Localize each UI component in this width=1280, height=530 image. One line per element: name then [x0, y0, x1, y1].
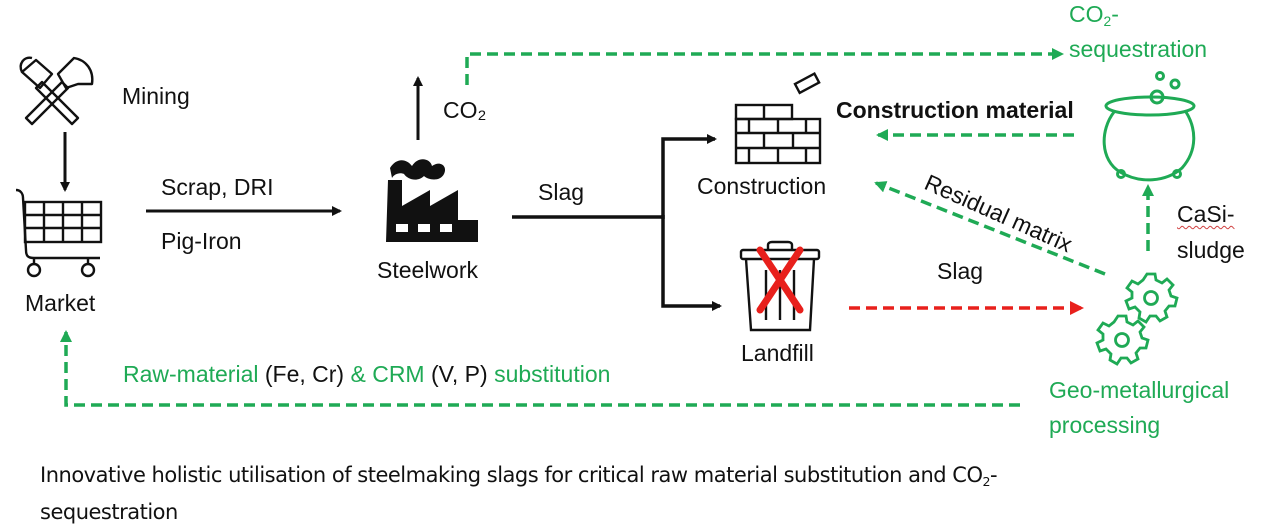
market-label: Market [25, 290, 96, 316]
factory-icon [386, 159, 478, 242]
co2-subscript: 2 [1103, 14, 1112, 29]
v-p-text: (V, P) [424, 361, 495, 387]
substitution-text: substitution [494, 361, 611, 387]
slag-label: Slag [538, 179, 585, 205]
raw-material-text: Raw-material [123, 361, 259, 387]
crossed-hammers-icon [19, 56, 94, 126]
cauldron-icon [1102, 71, 1196, 182]
figure-caption: Innovative holistic utilisation of steel… [40, 460, 1220, 527]
pig-iron-label: Pig-Iron [161, 228, 242, 254]
co2-suffix: - [1111, 1, 1119, 27]
caption-suffix: - [990, 463, 998, 487]
brick-wall-icon [734, 72, 822, 165]
residual-matrix-dashed-arrow [874, 181, 1106, 276]
steelwork-label: Steelwork [377, 257, 478, 283]
gears-icon [1095, 272, 1179, 366]
caption-subscript: 2 [982, 474, 991, 489]
trash-bin-crossed-icon [739, 240, 821, 332]
slag-to-landfill-arrow [661, 215, 722, 311]
caption-line2: sequestration [40, 500, 178, 524]
mining-label: Mining [122, 83, 190, 109]
co2-sequestration-line2: sequestration [1069, 36, 1208, 62]
shopping-cart-icon [15, 188, 103, 278]
geo-processing-label-line2: processing [1049, 412, 1161, 438]
co2-to-sequestration-dashed-arrow [465, 48, 1064, 85]
substitution-feedback-dashed-arrow [60, 330, 1020, 407]
landfill-label: Landfill [741, 340, 814, 366]
crm-text: & CRM [350, 361, 425, 387]
sludge-label: sludge [1177, 237, 1245, 263]
scrap-dri-label: Scrap, DRI [161, 174, 274, 200]
fe-cr-text: (Fe, Cr) [258, 361, 351, 387]
co2-label: CO₂ [443, 97, 487, 123]
casi-text: CaSi- [1177, 201, 1235, 227]
casi-label: CaSi- [1177, 201, 1235, 227]
substitution-label: Raw-material (Fe, Cr) & CRM (V, P) subst… [123, 361, 611, 387]
co2-prefix: CO [1069, 1, 1104, 27]
red-slag-label: Slag [937, 258, 984, 284]
slag-to-construction-arrow [661, 134, 717, 219]
geo-processing-label-line1: Geo-metallurgical [1049, 377, 1230, 403]
construction-label: Construction [697, 173, 827, 199]
co2-sequestration-line1: CO2- [1069, 1, 1119, 29]
construction-material-label: Construction material [836, 97, 1074, 123]
caption-text: Innovative holistic utilisation of steel… [40, 463, 983, 487]
